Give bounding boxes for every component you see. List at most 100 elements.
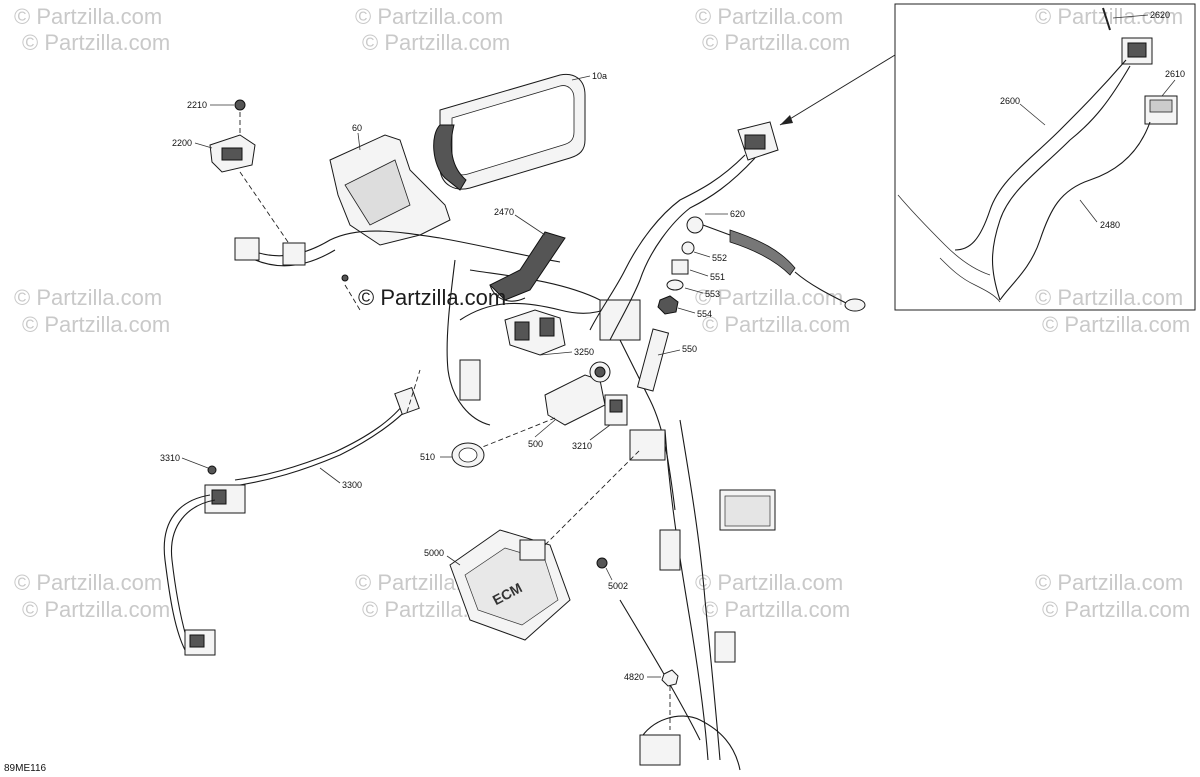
watermark-ml: © Partzilla.com — [14, 285, 163, 310]
main-harness — [234, 230, 776, 771]
watermark-mfr2: © Partzilla.com — [1042, 312, 1191, 337]
connector-3210 — [604, 394, 628, 426]
harness-2600 — [954, 59, 1127, 251]
tether-connector-upper — [737, 121, 779, 161]
label-2470: 2470 — [494, 207, 514, 217]
label-5000: 5000 — [424, 548, 444, 558]
label-553: 553 — [705, 289, 720, 299]
leader-3300 — [319, 467, 341, 484]
label-2620: 2620 — [1150, 10, 1170, 20]
leader-2200 — [194, 142, 213, 149]
leader-2600 — [1019, 103, 1046, 126]
cable-strap-2470 — [489, 231, 566, 302]
label-500: 500 — [528, 439, 543, 449]
watermark-tr2: © Partzilla.com — [702, 30, 851, 55]
ecm-5000: ECM — [449, 529, 571, 641]
harness-2480b — [897, 194, 991, 276]
dash-3300 — [406, 369, 421, 413]
watermark-br2: © Partzilla.com — [702, 597, 851, 622]
switch-block-3250 — [504, 309, 566, 356]
watermark-mr: © Partzilla.com — [695, 285, 844, 310]
connector-2620-housing — [1121, 37, 1153, 65]
label-2200: 2200 — [172, 138, 192, 148]
leader-2620 — [1112, 14, 1149, 19]
label-620: 620 — [730, 209, 745, 219]
watermark-bfr: © Partzilla.com — [1035, 570, 1184, 595]
label-551: 551 — [710, 272, 725, 282]
watermark-tc: © Partzilla.com — [355, 4, 504, 29]
lanyard-620 — [686, 216, 866, 312]
dash-2200 — [239, 171, 291, 246]
watermark-ml2: © Partzilla.com — [22, 312, 171, 337]
label-4820: 4820 — [624, 672, 644, 682]
screw-2620 — [1102, 7, 1111, 31]
screw-near-bracket — [341, 274, 349, 282]
leader-2470 — [514, 214, 546, 236]
watermark-mfr: © Partzilla.com — [1035, 285, 1184, 310]
dash-500 — [474, 417, 556, 451]
part-553 — [666, 279, 684, 291]
leader-3250 — [539, 351, 573, 356]
label-3310: 3310 — [160, 453, 180, 463]
nut-4820 — [661, 669, 679, 687]
bracket-60 — [329, 134, 451, 246]
harness-3300 — [163, 386, 420, 656]
label-5002: 5002 — [608, 581, 628, 591]
nut-3310 — [207, 465, 217, 475]
harness-2480 — [999, 121, 1151, 301]
label-2610: 2610 — [1165, 69, 1185, 79]
label-2480: 2480 — [1100, 220, 1120, 230]
center-watermark: © Partzilla.com — [358, 285, 507, 310]
leader-554 — [677, 307, 696, 314]
leader-60 — [357, 132, 361, 151]
leader-3210 — [589, 424, 611, 441]
label-552: 552 — [712, 253, 727, 263]
label-510: 510 — [420, 452, 435, 462]
tether-cable — [589, 154, 746, 331]
label-3300: 3300 — [342, 480, 362, 490]
leader-5002 — [605, 567, 613, 581]
watermark-mr2: © Partzilla.com — [702, 312, 851, 337]
leader-2480 — [1079, 199, 1098, 223]
inset-frame — [894, 3, 1196, 311]
leader-10a — [571, 75, 591, 81]
part-554 — [657, 295, 679, 315]
diagram-code: 89ME116 — [4, 763, 47, 774]
label-554: 554 — [697, 309, 712, 319]
leader-5000 — [446, 555, 461, 566]
label-10a: 10a — [592, 71, 607, 81]
watermark-bl: © Partzilla.com — [14, 570, 163, 595]
inset-pointer-line — [779, 54, 896, 126]
leader-553 — [684, 287, 704, 294]
nut-5002 — [596, 557, 608, 569]
label-2210: 2210 — [187, 100, 207, 110]
leader-551 — [689, 269, 709, 277]
watermark-tl2: © Partzilla.com — [22, 30, 171, 55]
connector-2610 — [1144, 95, 1178, 125]
watermark-bfr2: © Partzilla.com — [1042, 597, 1191, 622]
watermark-tr: © Partzilla.com — [695, 4, 844, 29]
label-550: 550 — [682, 344, 697, 354]
part-551 — [671, 259, 689, 275]
switch-550 — [636, 328, 670, 392]
harness-2480c — [939, 257, 1001, 303]
dash-bracket — [344, 284, 361, 311]
leader-2610 — [1161, 79, 1176, 97]
nut-2210 — [234, 99, 246, 111]
leader-550 — [657, 349, 681, 356]
instrument-cluster-10a — [433, 73, 586, 191]
watermark-tl: © Partzilla.com — [14, 4, 163, 29]
watermark-bl2: © Partzilla.com — [22, 597, 171, 622]
tether-cable-b — [609, 157, 756, 341]
label-2600: 2600 — [1000, 96, 1020, 106]
label-3250: 3250 — [574, 347, 594, 357]
ignition-switch-500 — [544, 361, 611, 426]
leader-3310 — [181, 457, 209, 469]
connector-2200 — [209, 134, 256, 173]
inset-pointer-arrow — [780, 115, 793, 125]
dash-5000 — [544, 449, 641, 546]
leader-500 — [534, 419, 556, 438]
watermark-tc2: © Partzilla.com — [362, 30, 511, 55]
watermark-br: © Partzilla.com — [695, 570, 844, 595]
